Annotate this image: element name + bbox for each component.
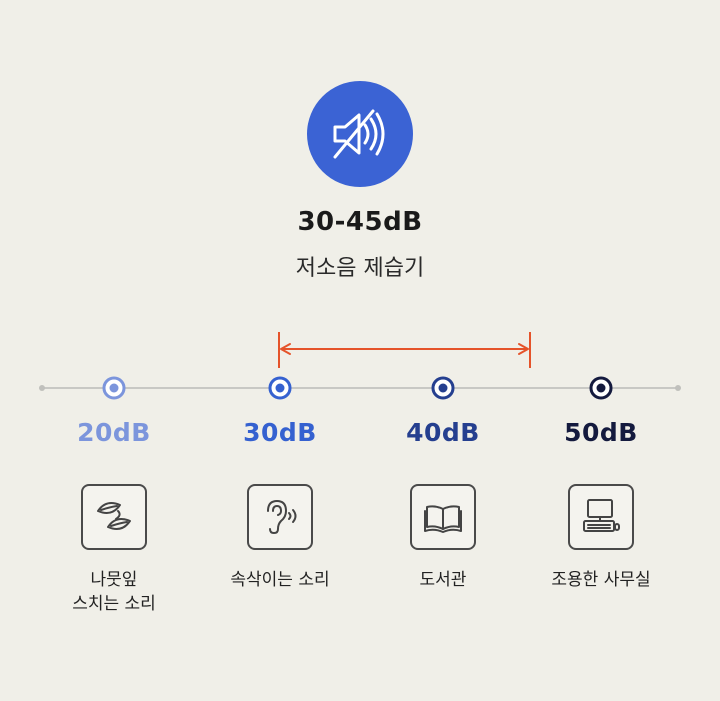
leaves-icon-box xyxy=(81,484,147,550)
range-arrow-left xyxy=(280,343,291,355)
db-label-20: 20dB xyxy=(77,418,151,447)
speaker-muted-icon xyxy=(333,109,385,159)
speaker-muted-icon-circle xyxy=(307,81,413,187)
range-arrow-right xyxy=(518,343,529,355)
computer-icon-box xyxy=(568,484,634,550)
example-label-50-line1: 조용한 사무실 xyxy=(551,570,651,590)
computer-icon xyxy=(583,499,620,532)
example-label-40-line1: 도서관 xyxy=(419,570,467,590)
db-scale xyxy=(39,376,681,400)
scale-end-dot-left xyxy=(39,385,45,391)
db-label-50: 50dB xyxy=(564,418,638,447)
product-name: 저소음 제습기 xyxy=(295,256,425,281)
db-label-40: 40dB xyxy=(406,418,480,447)
example-label-20-line1: 나뭇잎 xyxy=(90,570,138,590)
book-icon xyxy=(424,505,462,533)
scale-end-dot-right xyxy=(675,385,681,391)
ear-icon xyxy=(267,500,297,534)
scale-point-40db xyxy=(431,376,455,400)
noise-range-text: 30-45dB xyxy=(297,207,423,237)
example-label-30-line1: 속삭이는 소리 xyxy=(230,570,330,590)
ear-icon-box xyxy=(247,484,313,550)
leaves-icon xyxy=(97,502,131,530)
example-label-30: 속삭이는 소리 xyxy=(200,568,360,592)
scale-point-20db xyxy=(102,376,126,400)
example-label-20-line2: 스치는 소리 xyxy=(72,594,156,614)
example-label-50: 조용한 사무실 xyxy=(521,568,681,592)
book-icon-box xyxy=(410,484,476,550)
scale-point-30db xyxy=(268,376,292,400)
db-label-30: 30dB xyxy=(243,418,317,447)
scale-point-50db xyxy=(589,376,613,400)
example-label-40: 도서관 xyxy=(363,568,523,592)
example-label-20: 나뭇잎 스치는 소리 xyxy=(34,568,194,616)
noise-range-marker xyxy=(278,332,531,368)
